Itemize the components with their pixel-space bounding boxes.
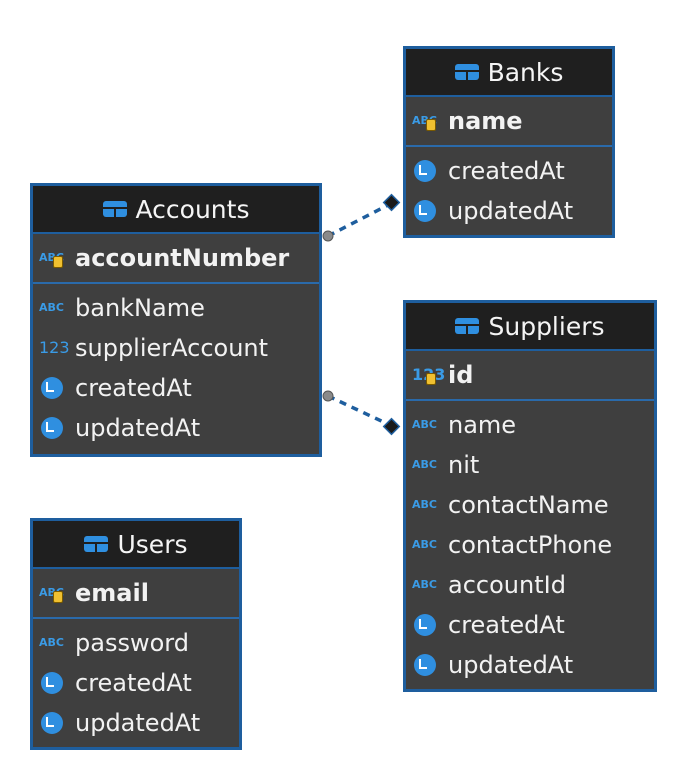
abc-key-icon: ABC [412, 109, 448, 133]
column-name-label: updatedAt [448, 197, 574, 225]
column-accounts-bankName[interactable]: ABC bankName [33, 288, 319, 328]
column-suppliers-pk[interactable]: 123 id [406, 351, 654, 401]
column-banks-pk[interactable]: ABC name [406, 97, 612, 147]
column-users-createdAt[interactable]: createdAt [33, 663, 239, 703]
column-name-label: updatedAt [75, 709, 201, 737]
abc-icon: ABC [412, 538, 437, 551]
relation-accounts-suppliers-target-marker [382, 417, 401, 436]
column-list: ABC bankName 123 supplierAccount created… [33, 284, 319, 448]
abc-icon: ABC [412, 578, 437, 591]
table-suppliers[interactable]: Suppliers 123 id ABC name ABC nit ABC co… [403, 300, 657, 692]
column-accounts-createdAt[interactable]: createdAt [33, 368, 319, 408]
column-suppliers-createdAt[interactable]: createdAt [406, 605, 654, 645]
table-suppliers-title: Suppliers [488, 311, 605, 341]
column-name-label: id [448, 361, 474, 389]
clock-icon [412, 613, 448, 637]
table-icon [84, 536, 109, 552]
table-users-title: Users [117, 529, 188, 559]
column-suppliers-name[interactable]: ABC name [406, 405, 654, 445]
table-icon [454, 64, 479, 80]
column-name-label: email [75, 579, 149, 607]
relation-accounts-suppliers [327, 394, 393, 428]
clock-icon [412, 653, 448, 677]
column-name-label: createdAt [448, 611, 565, 639]
column-name-label: updatedAt [75, 414, 201, 442]
column-users-updatedAt[interactable]: updatedAt [33, 703, 239, 743]
table-users[interactable]: Users ABC email ABC password createdAt u… [30, 518, 242, 750]
column-list: createdAt updatedAt [406, 147, 612, 231]
column-list: ABC password createdAt updatedAt [33, 619, 239, 743]
clock-icon [412, 199, 448, 223]
column-name-label: accountId [448, 571, 566, 599]
column-users-password[interactable]: ABC password [33, 623, 239, 663]
column-suppliers-accountId[interactable]: ABC accountId [406, 565, 654, 605]
column-name-label: password [75, 629, 189, 657]
abc-icon: ABC [39, 636, 64, 649]
column-name-label: supplierAccount [75, 334, 269, 362]
number-icon: 123 [39, 338, 70, 357]
clock-icon [39, 376, 75, 400]
column-name-label: contactName [448, 491, 609, 519]
column-name-label: createdAt [75, 669, 192, 697]
table-accounts[interactable]: Accounts ABC accountNumber ABC bankName … [30, 183, 322, 457]
table-users-header[interactable]: Users [33, 521, 239, 569]
table-banks-title: Banks [487, 57, 564, 87]
abc-key-icon: ABC [39, 581, 75, 605]
column-list: ABC name ABC nit ABC contactName ABC con… [406, 401, 654, 685]
relation-accounts-banks-source-marker [322, 230, 334, 242]
column-name-label: bankName [75, 294, 205, 322]
abc-icon: ABC [39, 301, 64, 314]
relation-accounts-banks-target-marker [382, 193, 401, 212]
column-name-label: accountNumber [75, 244, 290, 272]
clock-icon [39, 416, 75, 440]
table-accounts-header[interactable]: Accounts [33, 186, 319, 234]
table-banks-header[interactable]: Banks [406, 49, 612, 97]
column-users-pk[interactable]: ABC email [33, 569, 239, 619]
abc-icon: ABC [412, 498, 437, 511]
column-name-label: createdAt [448, 157, 565, 185]
column-name-label: nit [448, 451, 480, 479]
number-key-icon: 123 [412, 363, 448, 387]
column-suppliers-contactPhone[interactable]: ABC contactPhone [406, 525, 654, 565]
table-icon [102, 201, 127, 217]
column-accounts-supplierAccount[interactable]: 123 supplierAccount [33, 328, 319, 368]
column-name-label: contactPhone [448, 531, 613, 559]
column-suppliers-updatedAt[interactable]: updatedAt [406, 645, 654, 685]
column-accounts-pk[interactable]: ABC accountNumber [33, 234, 319, 284]
relation-accounts-suppliers-source-marker [322, 390, 334, 402]
column-suppliers-nit[interactable]: ABC nit [406, 445, 654, 485]
column-banks-createdAt[interactable]: createdAt [406, 151, 612, 191]
column-banks-updatedAt[interactable]: updatedAt [406, 191, 612, 231]
column-name-label: updatedAt [448, 651, 574, 679]
clock-icon [39, 671, 75, 695]
abc-key-icon: ABC [39, 246, 75, 270]
abc-icon: ABC [412, 418, 437, 431]
clock-icon [412, 159, 448, 183]
relation-accounts-banks [327, 201, 393, 238]
table-suppliers-header[interactable]: Suppliers [406, 303, 654, 351]
column-name-label: name [448, 411, 517, 439]
column-name-label: name [448, 107, 523, 135]
abc-icon: ABC [412, 458, 437, 471]
table-accounts-title: Accounts [135, 194, 250, 224]
table-icon [455, 318, 480, 334]
clock-icon [39, 711, 75, 735]
column-suppliers-contactName[interactable]: ABC contactName [406, 485, 654, 525]
column-accounts-updatedAt[interactable]: updatedAt [33, 408, 319, 448]
column-name-label: createdAt [75, 374, 192, 402]
table-banks[interactable]: Banks ABC name createdAt updatedAt [403, 46, 615, 238]
